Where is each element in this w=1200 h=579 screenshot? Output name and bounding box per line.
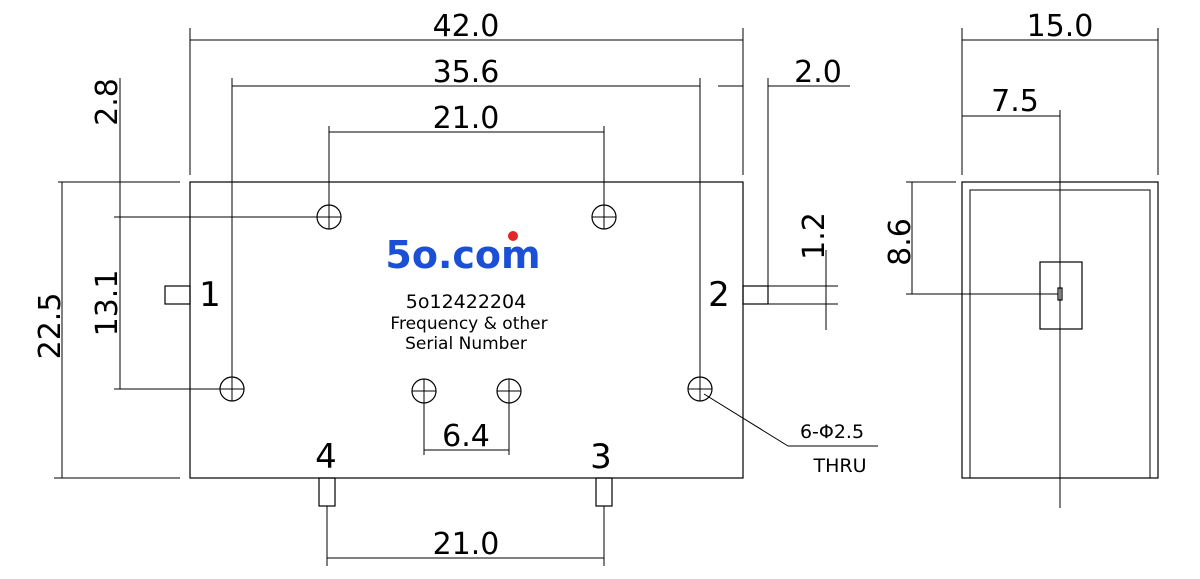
dim-side-offset: 2.0 — [794, 55, 842, 90]
mounting-hole — [591, 204, 617, 230]
hole-callout-leader — [703, 393, 789, 447]
dim-pin-width: 1.2 — [797, 212, 832, 260]
dim-overall-width: 42.0 — [433, 9, 500, 44]
pin-label-4: 4 — [315, 437, 337, 477]
dim-top-offset: 2.8 — [90, 78, 125, 126]
dim-bottom-hole-spacing: 6.4 — [442, 419, 490, 454]
pin-4-tab — [318, 477, 336, 507]
pin-label-2: 2 — [708, 275, 730, 315]
pin-label-3: 3 — [590, 437, 612, 477]
mounting-hole — [219, 376, 245, 402]
dim-hole-vertical: 13.1 — [90, 270, 125, 337]
dim-pin-spacing: 21.0 — [433, 527, 500, 562]
dim-height: 22.5 — [33, 293, 68, 360]
label-serial-line: Serial Number — [405, 334, 527, 354]
dim-hole-spacing-top: 21.0 — [433, 101, 500, 136]
pin-label-1: 1 — [199, 275, 221, 315]
dim-side-width: 15.0 — [1027, 9, 1094, 44]
dim-hole-spacing-outer: 35.6 — [433, 55, 500, 90]
pin-2-tab — [742, 285, 769, 305]
pin-1-tab — [164, 285, 191, 305]
pin-3-tab — [595, 477, 613, 507]
mounting-hole — [411, 378, 437, 404]
serial-number: 5o12422204 — [406, 291, 526, 313]
brand-logo: 5o.com — [385, 233, 540, 277]
mounting-hole — [687, 376, 713, 402]
label-frequency-line: Frequency & other — [390, 314, 547, 334]
hole-callout-thru: THRU — [812, 455, 866, 477]
side-view-connector — [1039, 261, 1083, 330]
front-view-body — [189, 181, 744, 479]
dim-side-pin-height: 8.6 — [883, 218, 918, 266]
dim-side-half: 7.5 — [991, 84, 1039, 119]
mounting-hole — [316, 204, 342, 230]
mounting-hole — [496, 378, 522, 404]
logo-dot — [508, 231, 518, 241]
hole-callout-spec: 6-Φ2.5 — [800, 421, 864, 443]
